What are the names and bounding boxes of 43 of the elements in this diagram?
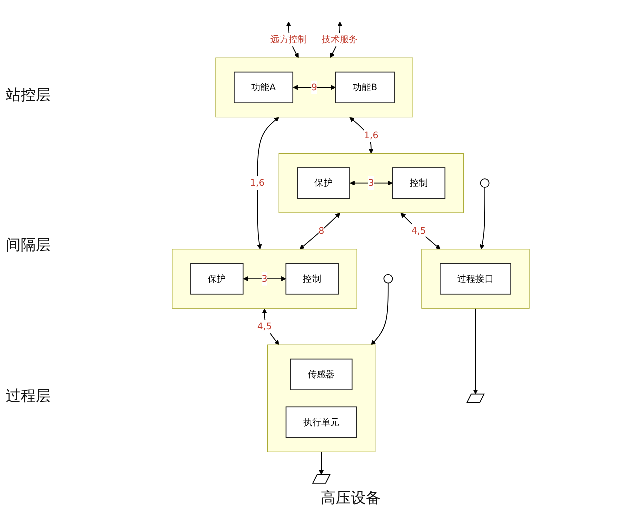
edge-label: 9 [312,82,318,93]
arrow [350,117,374,154]
node-box: 控制 [286,263,339,295]
node-switch [466,394,485,404]
node-box: 执行单元 [286,406,358,438]
cluster [216,58,414,118]
node-box: 传感器 [290,358,353,390]
cluster [278,153,464,214]
equipment-label: 高压设备 [321,489,381,507]
cluster [172,249,358,309]
arrow [243,276,286,282]
cluster [267,344,376,452]
arrow [262,308,280,346]
node-box: 过程接口 [440,263,512,295]
cluster [422,249,530,309]
node-box: 控制 [392,168,446,200]
node-circle [384,274,394,284]
layer-label: 站控层 [6,86,52,105]
node-box: 保护 [297,168,350,200]
edge-label: 4,5 [412,225,426,236]
arrow [257,117,280,250]
node-switch [312,474,331,484]
edge-label: 4,5 [258,321,272,332]
arrow [371,282,389,346]
node-box: 功能B [335,72,395,104]
node-box: 保护 [190,263,244,295]
layer-label: 间隔层 [6,236,52,256]
arrow [319,452,324,476]
edge-label: 1,6 [250,178,265,188]
node-box: 功能A [234,72,294,104]
arrow [300,212,341,250]
arrow [400,212,441,250]
arrow [480,187,486,250]
node-circle [480,178,490,188]
edge-label: 8 [318,225,325,236]
edge-label: 技术服务 [322,34,358,45]
edge-label: 3 [368,178,374,188]
edge-label: 3 [262,273,268,284]
arrow [350,180,394,186]
layer-label: 过程层 [6,387,52,406]
edge-label: 1,6 [364,130,379,141]
edge-label: 远方控制 [270,34,308,45]
arrow [473,308,478,395]
